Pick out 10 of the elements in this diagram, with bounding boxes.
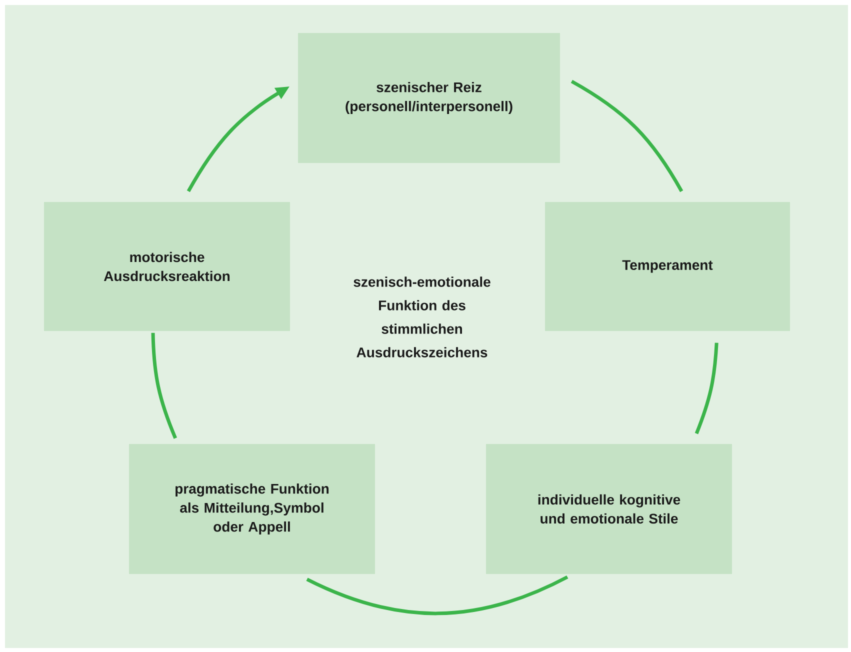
connector-line	[306, 575, 568, 616]
process-box: motorische Ausdrucksreaktion	[44, 202, 290, 331]
process-box: Temperament	[545, 202, 790, 331]
connector-line	[694, 342, 718, 434]
connector-line	[151, 332, 178, 439]
center-text: szenisch-emotionale Funktion des stimmlichen Ausdruckszeichens	[354, 276, 490, 358]
connector-line	[570, 80, 684, 192]
process-box: szenischer Reiz (personell/interpersonell)	[298, 32, 560, 163]
process-box: pragmatische Funktion als Mitteilung,Symbol oder Appell	[129, 444, 375, 574]
process-box: individuelle kognitive und emotionale Stile	[486, 444, 732, 574]
